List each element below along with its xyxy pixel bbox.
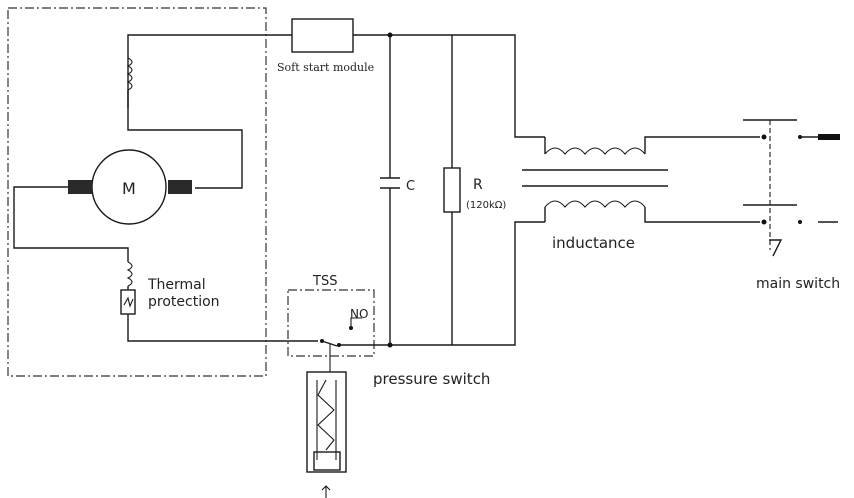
wire-top-left xyxy=(127,34,292,108)
motor-enclosure xyxy=(7,7,267,377)
thermal-protection-element xyxy=(120,289,136,315)
thermal-label-2: protection xyxy=(148,294,220,310)
pressure-switch-guides xyxy=(316,380,337,460)
wire-top-bus xyxy=(353,34,545,138)
thermal-bimetal-mark xyxy=(123,296,134,308)
no-label: NO xyxy=(350,307,368,321)
wire-motor-left xyxy=(13,186,129,262)
resistor-value-label: (120kΩ) xyxy=(466,200,506,211)
pressure-switch-spring xyxy=(317,379,335,451)
tss-enclosure xyxy=(287,289,375,357)
main-switch-contact-3 xyxy=(761,219,767,225)
inductor-lower-leads xyxy=(544,207,760,223)
motor-brush-right xyxy=(168,180,192,194)
main-switch-actuator xyxy=(769,239,783,257)
inductor-core xyxy=(522,169,668,187)
soft-start-module-box xyxy=(291,18,354,53)
main-switch-label: main switch xyxy=(756,276,840,292)
main-switch-contact-4 xyxy=(798,220,802,224)
field-coil-upper xyxy=(126,57,133,91)
resistor-body xyxy=(443,167,461,213)
inductance-label: inductance xyxy=(552,234,635,252)
pressure-switch-piston xyxy=(313,451,341,471)
junction-bottom-cap xyxy=(387,342,393,348)
soft-start-label: Soft start module xyxy=(277,61,374,74)
pressure-switch-label: pressure switch xyxy=(373,370,490,388)
wire-bottom-bus xyxy=(339,221,545,346)
field-coil-lower xyxy=(126,261,133,287)
capacitor-plates xyxy=(380,177,400,189)
junction-top-cap xyxy=(387,32,393,38)
pressure-switch-housing xyxy=(306,371,347,473)
motor-label: M xyxy=(122,179,136,198)
tss-no-lead xyxy=(350,317,362,328)
tss-blade xyxy=(321,340,338,347)
inductor-upper-leads xyxy=(544,136,760,154)
thermal-label-1: Thermal xyxy=(147,277,206,293)
wire-field-right xyxy=(127,90,243,189)
capacitor-label: C xyxy=(406,179,415,194)
pressure-inlet-arrow xyxy=(321,485,331,498)
motor-brush-left xyxy=(68,180,92,194)
wire-bottom-left xyxy=(127,314,318,342)
main-switch-contact-1 xyxy=(761,134,767,140)
inductor-lower xyxy=(544,200,646,208)
tss-label: TSS xyxy=(312,274,337,289)
terminal-live xyxy=(818,134,840,140)
inductor-upper xyxy=(544,147,646,155)
resistor-label: R xyxy=(473,177,483,193)
